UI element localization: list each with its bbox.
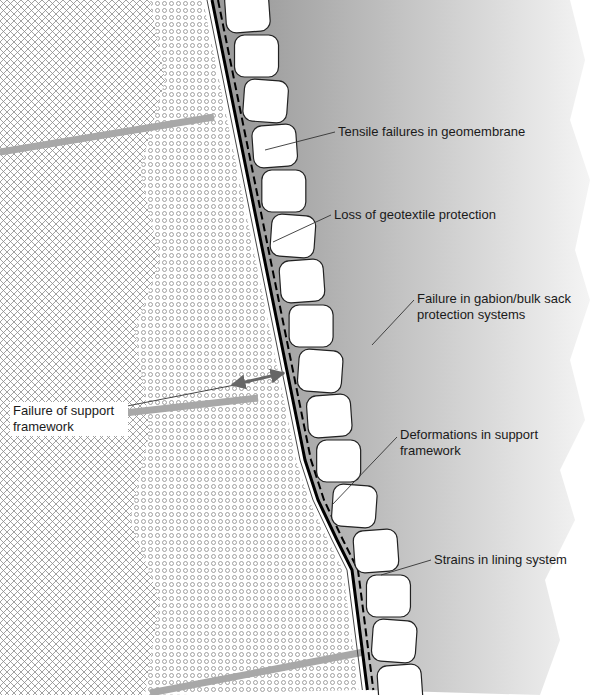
cavern-space <box>212 0 590 695</box>
rock-bolt <box>150 652 364 693</box>
bulk-sack <box>262 170 306 212</box>
leader-line <box>273 215 331 242</box>
leader-line <box>372 300 414 345</box>
bulk-sack <box>377 664 424 695</box>
bulk-sack <box>353 529 400 574</box>
leader-line <box>265 132 335 150</box>
bulk-sack <box>279 259 326 304</box>
leader-line <box>332 437 397 505</box>
bulk-sack <box>251 124 298 169</box>
bulk-sack <box>224 0 271 33</box>
bulk-sack <box>297 349 344 394</box>
support-framework <box>207 0 362 690</box>
bulk-sack <box>242 79 289 124</box>
leader-line <box>122 382 250 407</box>
callout-label: Loss of geotextile protection <box>334 207 496 223</box>
geotextile <box>218 0 373 690</box>
bulk-sack <box>366 575 410 617</box>
leader-line <box>381 560 431 575</box>
callout-label: Tensile failures in geomembrane <box>338 124 525 140</box>
bulk-sack <box>235 35 279 77</box>
bulk-sack <box>317 440 361 482</box>
callout-label: Failure of support framework <box>10 402 128 436</box>
rock-bolt <box>0 117 214 152</box>
bulk-sack <box>289 305 333 347</box>
movement-arrow <box>232 373 284 385</box>
bulk-sack <box>270 214 317 259</box>
bulk-sack <box>371 619 418 664</box>
callout-label: Deformations in support framework <box>400 427 560 459</box>
bulk-sack <box>306 394 353 439</box>
callout-label: Strains in lining system <box>434 552 567 568</box>
geomembrane <box>212 0 367 690</box>
callout-label: Failure in gabion/bulk sack protection s… <box>417 291 587 323</box>
bulk-sack <box>331 484 378 529</box>
